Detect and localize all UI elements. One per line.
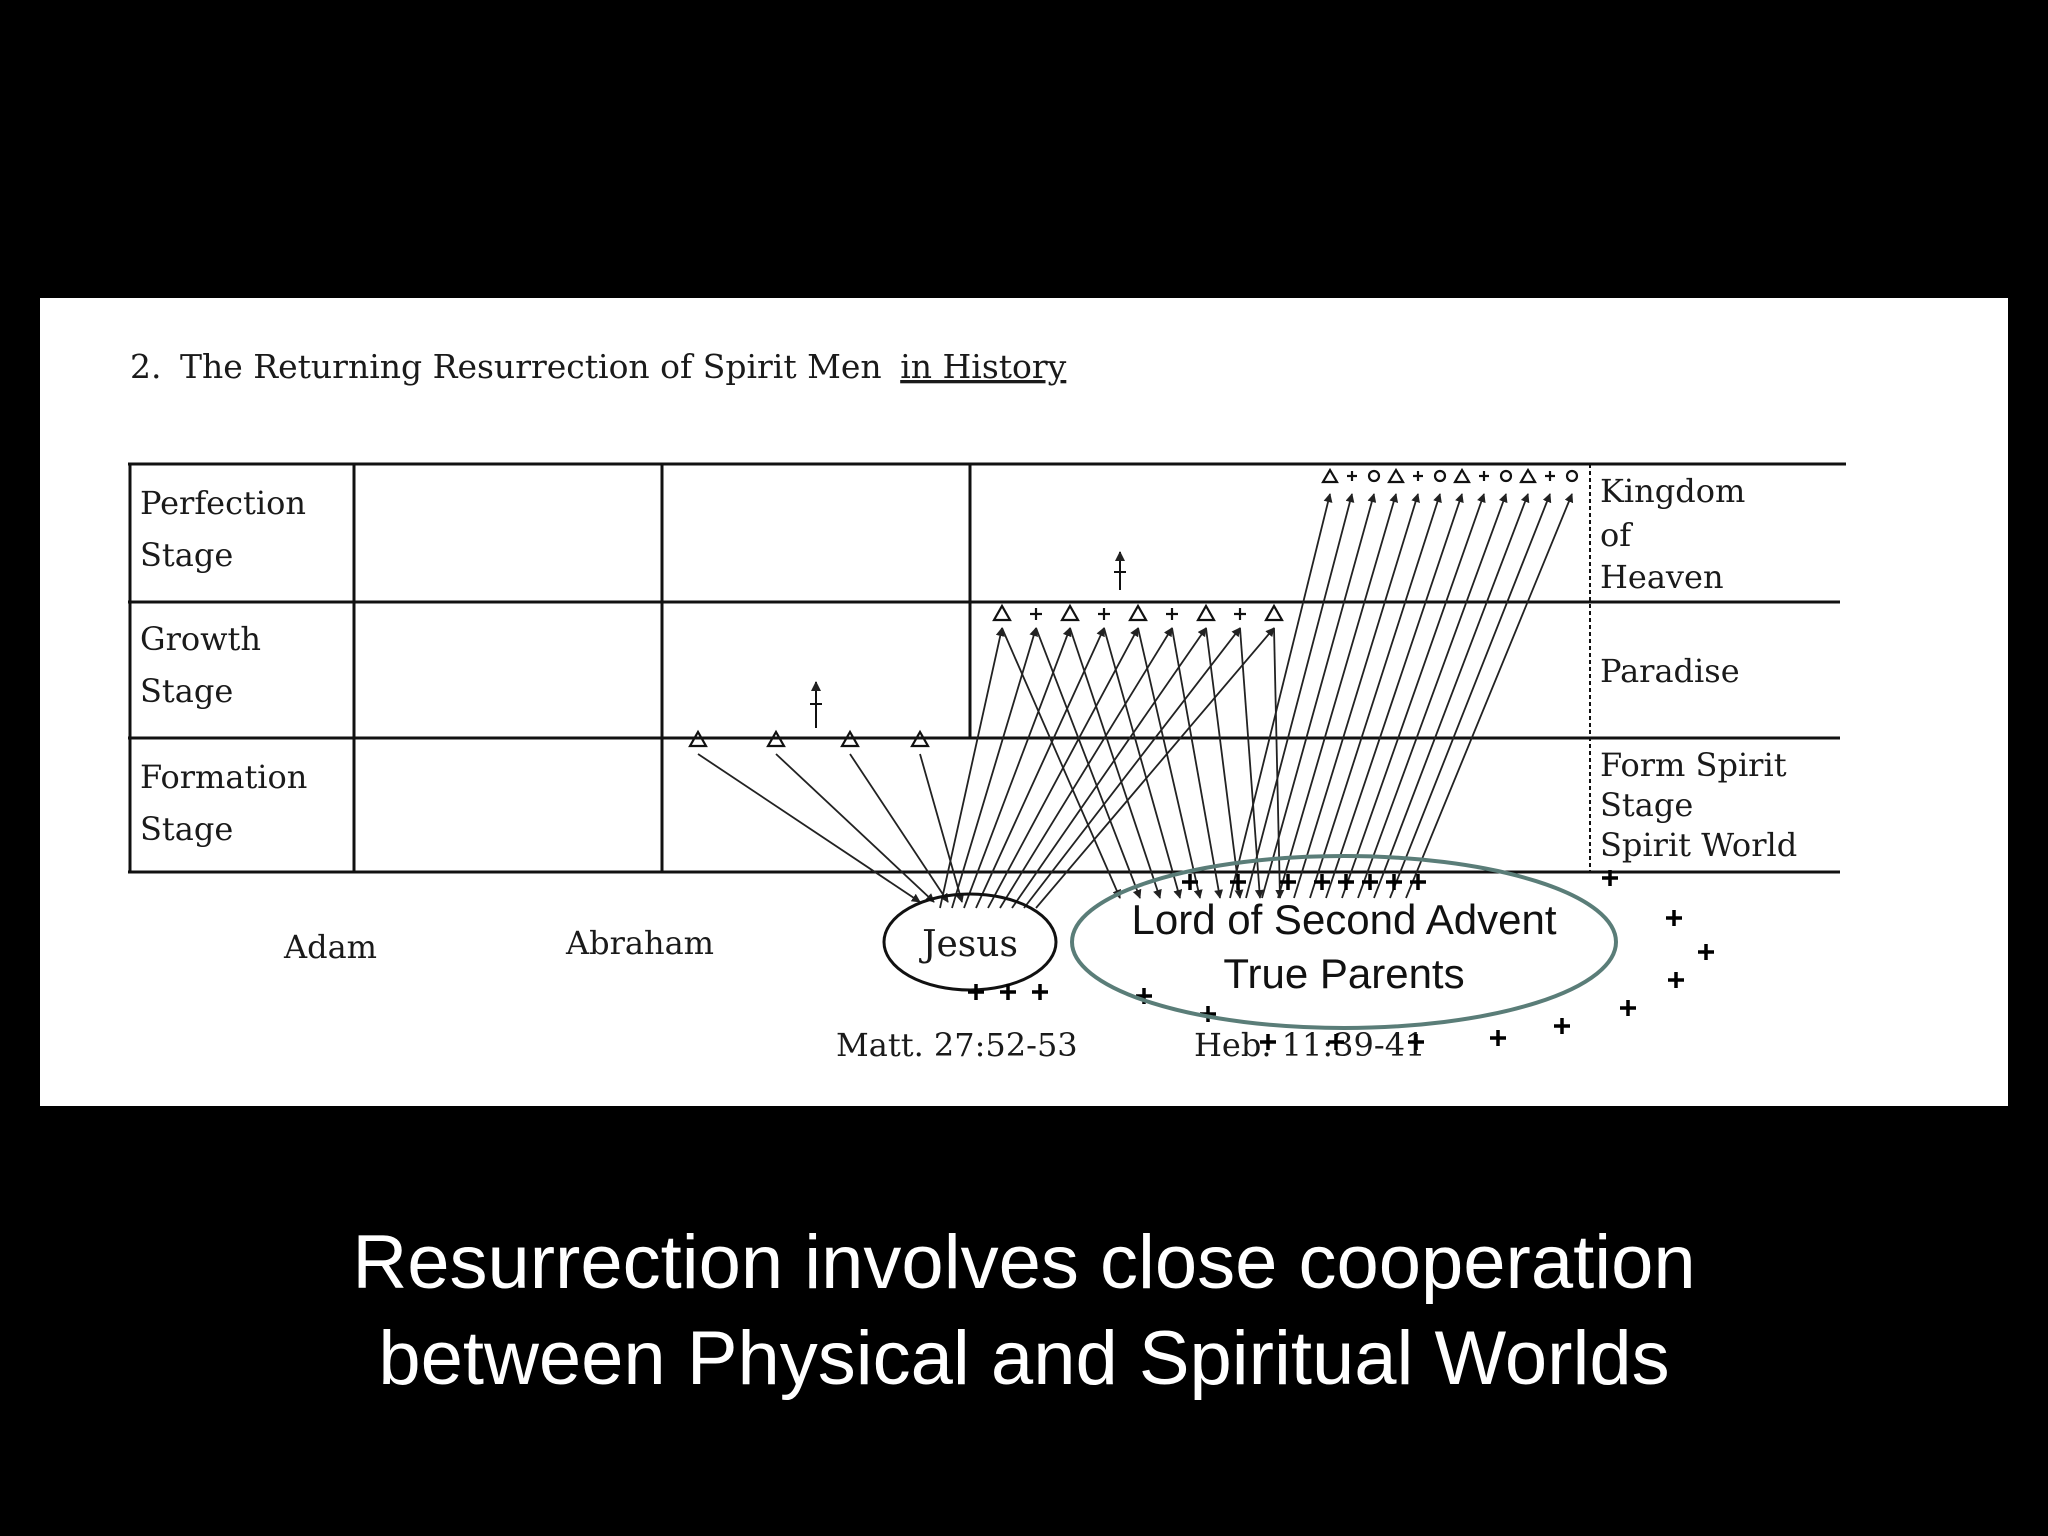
stage-formation-line2: Stage: [140, 810, 233, 848]
arrow-line: [999, 627, 1173, 909]
triangle-symbol: [1453, 467, 1471, 484]
arrow-line: [975, 627, 1105, 909]
triangle-symbol: [1321, 467, 1339, 484]
arrow-line: [939, 627, 1005, 909]
arrow-line: [1357, 493, 1508, 899]
realm-labels: Kingdom of Heaven Paradise Form Spirit S…: [1600, 472, 1797, 864]
arrow-line: [1023, 627, 1241, 909]
triangle-symbol: [1128, 603, 1148, 622]
arrow-line: [1035, 627, 1142, 899]
resurrection-diagram: 2. The Returning Resurrection of Spirit …: [128, 347, 1846, 1064]
caption-line1: Resurrection involves close cooperation: [352, 1220, 1696, 1305]
arrow-line: [919, 753, 965, 903]
arrow-line: [1309, 493, 1442, 899]
arrow-line: [1245, 493, 1355, 899]
triangle-symbol: [1387, 467, 1405, 484]
resurrection-arrows: [697, 493, 1574, 909]
arrow-line: [1373, 493, 1530, 899]
arrow-line: [1341, 493, 1486, 899]
triangle-symbol: [1196, 603, 1216, 622]
caption-line2: between Physical and Spiritual Worlds: [378, 1316, 1670, 1401]
arrow-line: [1171, 627, 1224, 899]
arrow-line: [1261, 493, 1377, 899]
stage-perfection-line1: Perfection: [140, 484, 306, 522]
arrow-line: [1389, 493, 1552, 899]
arrow-line: [1205, 627, 1244, 899]
stage-labels: Perfection Stage Growth Stage Formation …: [140, 484, 307, 848]
triangle-symbol: [1060, 603, 1080, 622]
realm-form-spirit-line3: Spirit World: [1600, 826, 1797, 864]
arrow-line: [1293, 493, 1420, 899]
realm-kingdom-line3: Heaven: [1600, 558, 1724, 596]
triangle-symbol: [910, 729, 930, 748]
jesus-ellipse: [882, 892, 1058, 992]
spirit-symbols: [688, 467, 1579, 748]
triangle-symbol: [688, 729, 708, 748]
cross-marks: [968, 870, 1714, 1050]
figure-adam: Adam: [283, 928, 377, 966]
stage-formation-line1: Formation: [140, 758, 307, 796]
true-parents-label: True Parents: [1223, 950, 1464, 997]
realm-paradise: Paradise: [1600, 652, 1740, 690]
circle-symbol: [1499, 469, 1513, 483]
triangle-symbol: [1264, 603, 1284, 622]
arrow-line: [1277, 493, 1399, 899]
second-advent-ellipse: [1070, 854, 1618, 1030]
stage-growth-line1: Growth: [140, 620, 261, 658]
reference-hebrews: Heb. 11:39-41: [1194, 1026, 1425, 1064]
diagram-panel: 2. The Returning Resurrection of Spirit …: [40, 298, 2008, 1106]
arrow-line: [951, 627, 1038, 909]
arrow-line: [1273, 627, 1285, 899]
title-underlined: in History: [900, 347, 1066, 386]
arrow-line: [697, 753, 921, 903]
circle-symbol: [1565, 469, 1579, 483]
triangle-symbol: [840, 729, 860, 748]
realm-kingdom-line2: of: [1600, 516, 1633, 554]
realm-kingdom-line1: Kingdom: [1600, 472, 1745, 510]
arrow-line: [1405, 493, 1574, 899]
circle-symbol: [1367, 469, 1381, 483]
arrow-line: [1103, 627, 1183, 899]
arrow-line: [1137, 627, 1203, 899]
arrow-line: [1239, 627, 1264, 899]
ascension-marks: [810, 551, 1126, 728]
arrow-line: [1325, 493, 1464, 899]
arrow-line: [1011, 627, 1207, 909]
reference-matthew: Matt. 27:52-53: [836, 1026, 1078, 1064]
arrow-line: [1229, 493, 1333, 899]
second-advent-label: Lord of Second Advent: [1132, 896, 1557, 943]
stage-growth-line2: Stage: [140, 672, 233, 710]
arrow-line: [1035, 627, 1275, 909]
triangle-symbol: [766, 729, 786, 748]
circle-symbol: [1433, 469, 1447, 483]
triangle-symbol: [992, 603, 1012, 622]
figure-abraham: Abraham: [565, 924, 714, 962]
arrow-line: [987, 627, 1139, 909]
arrow-line: [775, 753, 935, 903]
slide-caption: Resurrection involves close cooperation …: [0, 1215, 2048, 1407]
stage-grid: [128, 462, 1846, 874]
arrow-line: [1069, 627, 1162, 899]
figure-jesus: Jesus: [918, 924, 1018, 965]
arrow-line: [963, 627, 1072, 909]
arrow-line: [849, 753, 949, 903]
realm-form-spirit-line1: Form Spirit: [1600, 746, 1787, 784]
realm-form-spirit-line2: Stage: [1600, 786, 1693, 824]
diagram-title: 2. The Returning Resurrection of Spirit …: [130, 347, 1067, 386]
triangle-symbol: [1519, 467, 1537, 484]
stage-perfection-line2: Stage: [140, 536, 233, 574]
